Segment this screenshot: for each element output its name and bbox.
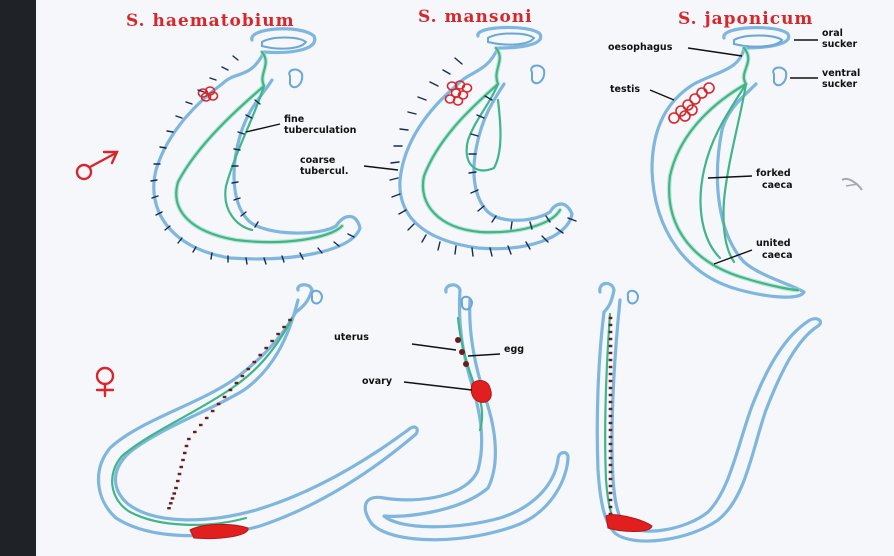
egg-mark [211,410,215,412]
egg-mark [253,361,257,363]
label-ovary: ovary [362,376,472,390]
egg-mark [609,380,613,382]
egg-mark [609,415,613,417]
egg-mark [609,387,613,389]
label-oral: oral [822,28,843,39]
egg-mark [609,450,613,452]
egg-chain-japonicum [609,317,613,515]
egg-mark [288,319,292,321]
egg-mark [174,487,178,489]
female-symbol-icon [97,368,113,396]
egg-mark [609,471,613,473]
egg-mark [270,340,274,342]
egg-mark [609,345,613,347]
egg-mark [609,492,613,494]
label-ventral: ventral [822,68,860,79]
egg-mark [609,499,613,501]
label-tuberculation: tuberculation [284,125,357,136]
egg-mark [185,445,189,447]
label-coarse-tuberculation: coarse tubercul. [300,155,398,177]
title-s-haematobium: S. haematobium [126,11,295,31]
egg-mark [167,507,171,509]
egg-mark [609,506,613,508]
label-oesophagus-text: oesophagus [608,42,673,53]
egg-mark [282,326,286,328]
egg-mark [183,452,187,454]
label-ventral-sucker: ventral sucker [790,68,860,90]
label-testis-text: testis [610,84,640,95]
egg-mark [187,438,191,440]
egg-mark [609,338,613,340]
label-testis: testis [610,84,674,100]
egg-mark [609,422,613,424]
label-forked-caeca-word: caeca [762,180,793,191]
label-fine-tuberculation: fine tuberculation [246,114,357,136]
male-s-haematobium [151,29,360,264]
egg-mark [193,431,197,433]
egg-mark [609,464,613,466]
label-forked: forked [756,168,791,179]
female-s-japonicum [597,283,820,541]
label-forked-caeca: forked caeca [708,168,793,191]
label-oesophagus: oesophagus [608,42,742,56]
egg-mark [179,466,183,468]
egg-mark [199,424,203,426]
egg-mark [241,375,245,377]
egg-mark [229,389,233,391]
egg-mark [609,401,613,403]
label-tubercul: tubercul. [300,166,349,177]
label-egg: egg [468,344,524,356]
egg-mark [169,502,173,504]
egg-mark [609,324,613,326]
egg-mark [609,443,613,445]
label-ventral-sucker-word: sucker [822,79,858,90]
label-coarse: coarse [300,155,335,166]
egg-mark [171,497,175,499]
label-fine: fine [284,114,304,125]
egg-mark [609,478,613,480]
pencil-mark [842,179,862,190]
egg-mark [609,352,613,354]
label-uterus-text: uterus [334,332,369,343]
label-united-caeca-word: caeca [762,250,793,261]
egg-mark [205,417,209,419]
egg-mark [264,347,268,349]
title-s-mansoni: S. mansoni [418,7,533,27]
egg-mark [609,408,613,410]
egg-mark [609,317,613,319]
male-s-mansoni [390,27,576,256]
egg-mark [609,373,613,375]
egg-mark [178,473,182,475]
egg-mark [176,480,180,482]
egg-mark [609,485,613,487]
egg-mark [223,396,227,398]
egg-mark [609,457,613,459]
egg-mark [172,492,176,494]
egg-mark [609,394,613,396]
label-oral-sucker: oral sucker [794,28,858,50]
egg-mark [609,331,613,333]
egg-mark [258,354,262,356]
label-oral-sucker-word: sucker [822,39,858,50]
label-uterus: uterus [334,332,456,350]
egg-mark [609,436,613,438]
egg-mark [609,359,613,361]
label-egg-text: egg [504,344,524,355]
label-united: united [756,238,791,249]
female-s-mansoni [365,285,568,540]
egg-mark [235,382,239,384]
egg-mark [609,429,613,431]
egg-mark [247,368,251,370]
egg-mark [276,333,280,335]
male-symbol-icon [77,152,117,179]
egg-mark [181,459,185,461]
egg-mark [217,403,221,405]
title-s-japonicum: S. japonicum [678,9,813,29]
egg-mark [609,366,613,368]
label-ovary-text: ovary [362,376,393,387]
